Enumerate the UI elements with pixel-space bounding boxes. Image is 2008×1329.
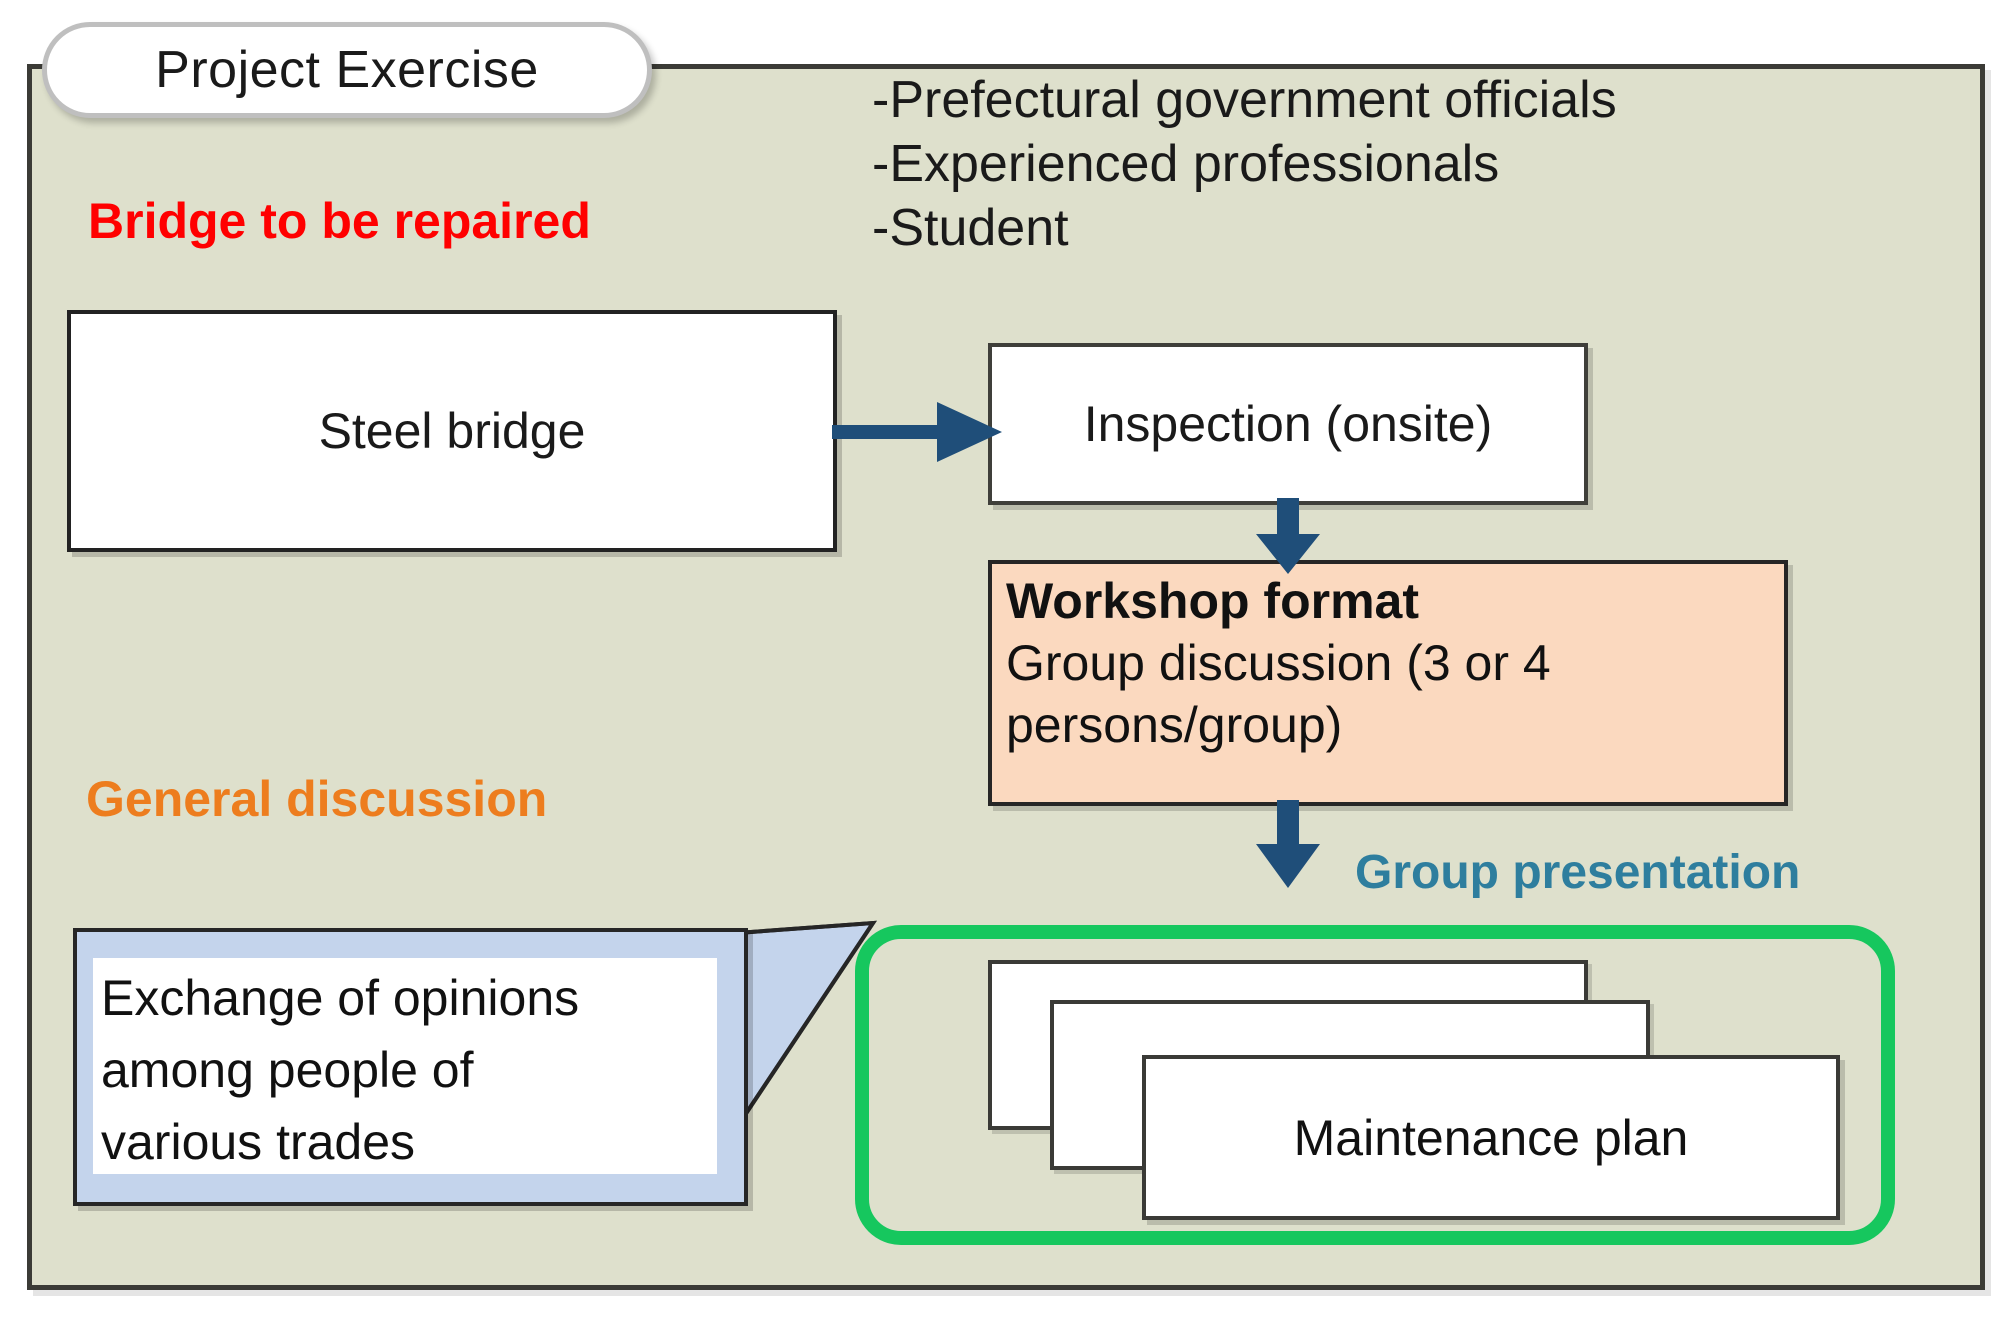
maintenance-plan-card-front: Maintenance plan: [1142, 1055, 1840, 1220]
participant-item: -Student: [872, 199, 1069, 257]
maintenance-plan-label: Maintenance plan: [1293, 1109, 1689, 1166]
page-title-pill: Project Exercise: [42, 22, 652, 118]
arrow-right-icon: [832, 402, 1002, 462]
arrow-down-icon: [1256, 800, 1320, 888]
callout-line-1: Exchange of opinions: [101, 970, 580, 1026]
workshop-format-title: Workshop format: [1006, 573, 1419, 629]
participant-item: -Experienced professionals: [872, 135, 1500, 193]
general-discussion-label: General discussion: [86, 771, 548, 827]
steel-bridge-label: Steel bridge: [318, 403, 586, 459]
workshop-format-line-1: Group discussion (3 or 4: [1006, 635, 1551, 691]
bridge-to-be-repaired-label: Bridge to be repaired: [88, 193, 591, 249]
arrow-down-icon: [1256, 498, 1320, 574]
callout-line-3: various trades: [101, 1114, 416, 1170]
page-title: Project Exercise: [155, 41, 539, 99]
workshop-format-box: Workshop format Group discussion (3 or 4…: [988, 560, 1788, 806]
exchange-of-opinions-callout: Exchange of opinions among people of var…: [73, 928, 748, 1206]
inspection-label: Inspection (onsite): [1083, 396, 1493, 452]
callout-tail-icon: [735, 920, 877, 1134]
callout-line-2: among people of: [101, 1042, 474, 1098]
group-presentation-label: Group presentation: [1355, 846, 1801, 899]
callout-inner-text: Exchange of opinions among people of var…: [93, 958, 717, 1174]
inspection-box: Inspection (onsite): [988, 343, 1588, 505]
workshop-format-line-2: persons/group): [1006, 697, 1343, 753]
participants-list: -Prefectural government officials -Exper…: [872, 68, 1617, 260]
group-presentation-container: [855, 925, 1895, 1245]
participant-item: -Prefectural government officials: [872, 71, 1617, 129]
steel-bridge-box: Steel bridge: [67, 310, 837, 552]
